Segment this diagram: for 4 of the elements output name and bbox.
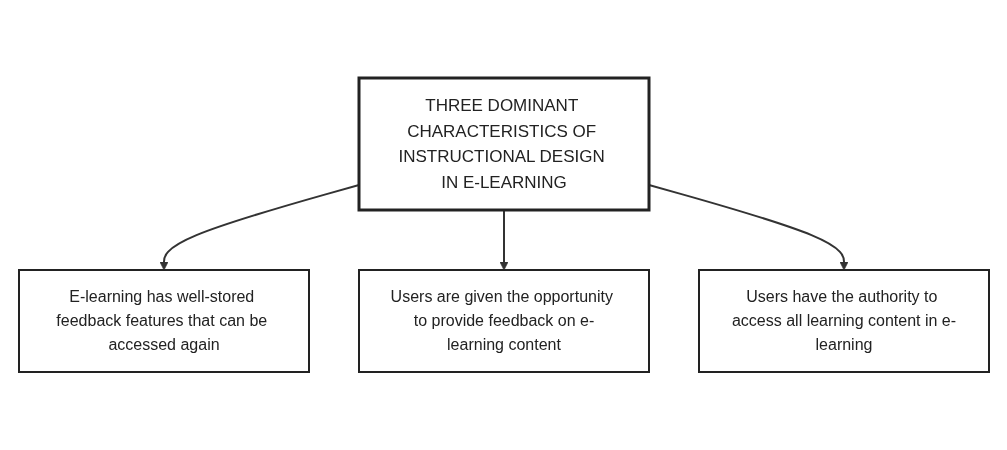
node-box: Users are given the opportunity to provide feedback on e-learning content <box>357 269 650 373</box>
node-box: E-learning has well-stored feedback features that can be accessed again <box>17 269 310 373</box>
node-box: Users have the authority to access all learning content in e-learning <box>697 269 990 373</box>
node-box: THREE DOMINANT CHARACTERISTICS OF INSTRUCTIONAL DESIGN IN E-LEARNING <box>357 76 650 212</box>
